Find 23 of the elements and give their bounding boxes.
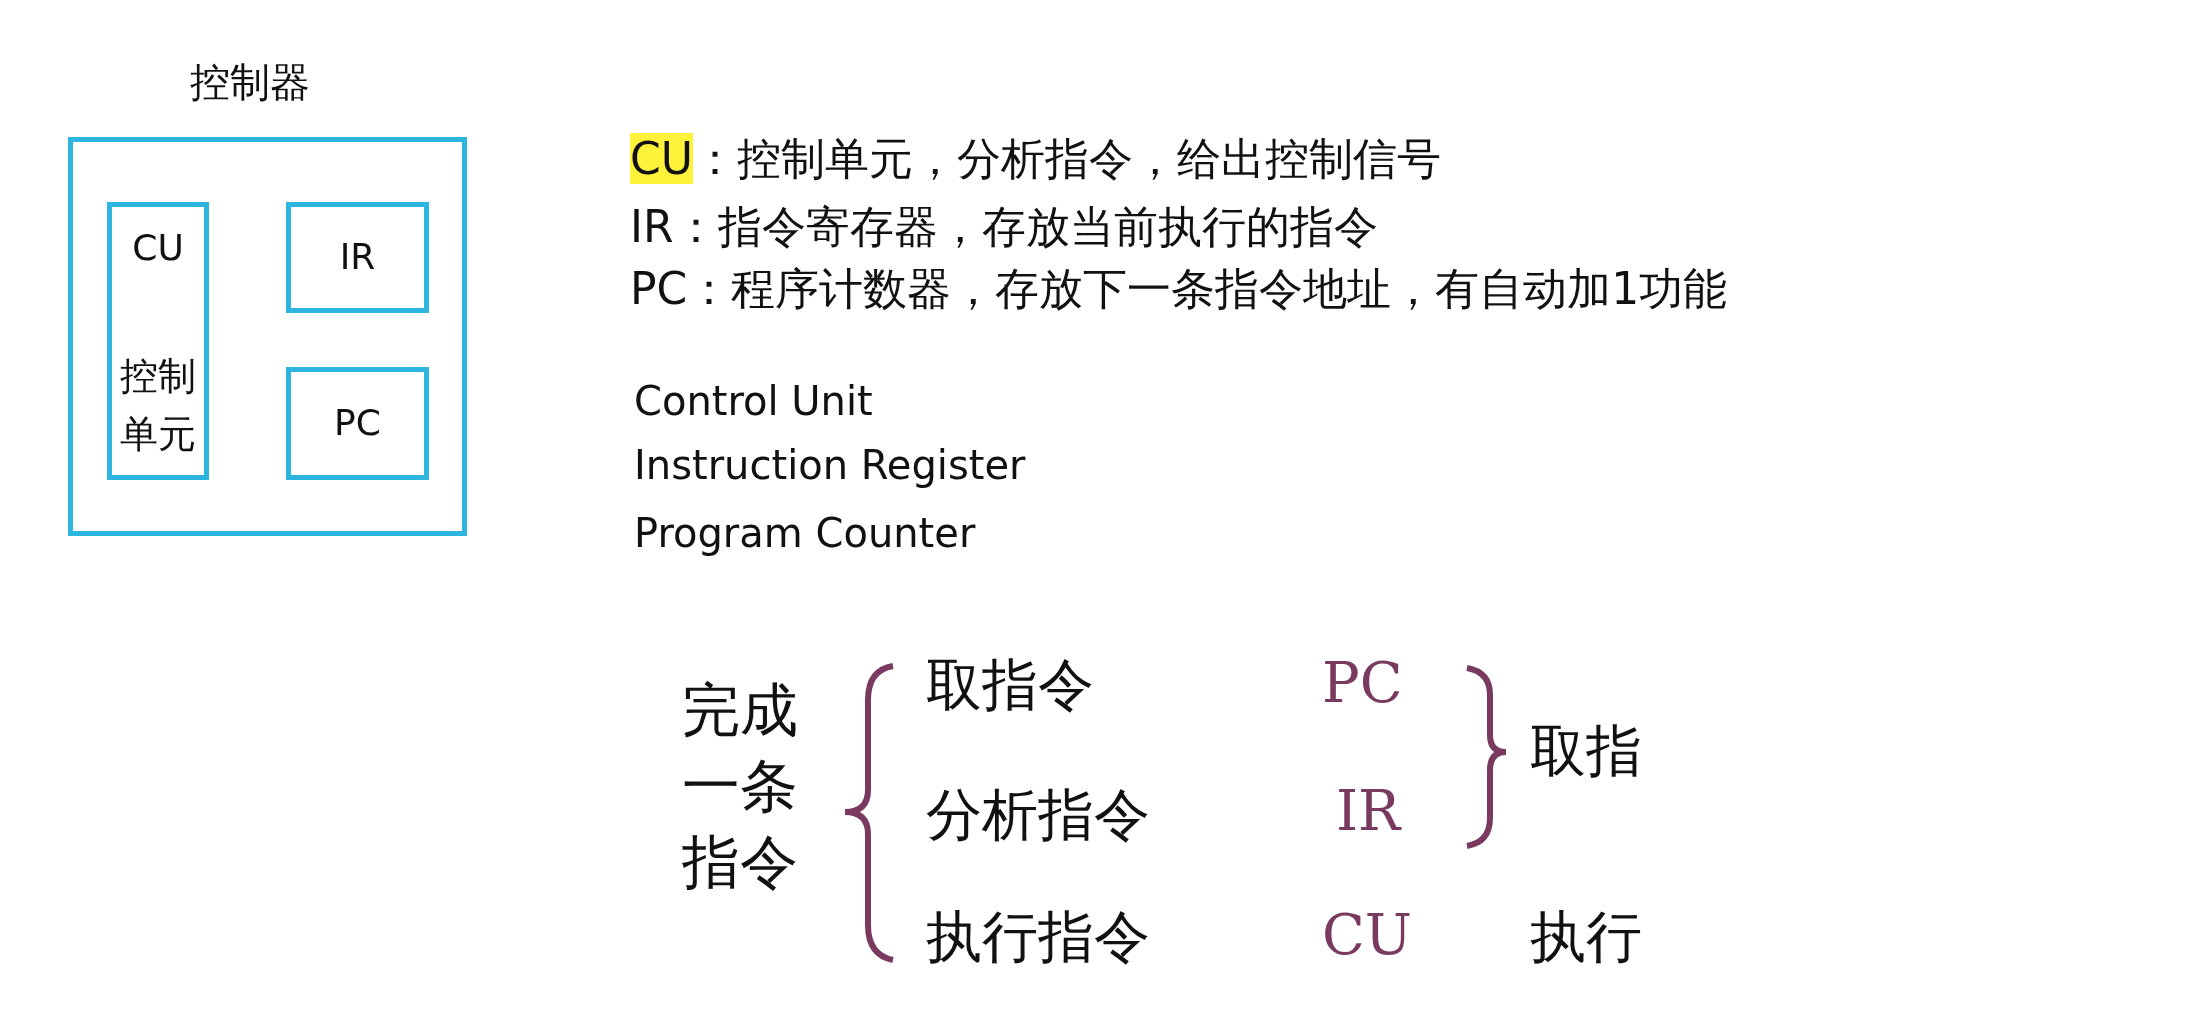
box-label: PC <box>333 401 382 443</box>
register-box <box>286 367 429 480</box>
box-label: CU <box>131 227 185 268</box>
step-label: 分析指令 <box>926 781 1150 849</box>
definition-text: PC：程序计数器，存放下一条指令地址，有自动加1功能 <box>630 262 1728 316</box>
english-term: Instruction Register <box>634 442 1026 488</box>
phase-label: 取指 <box>1530 717 1642 785</box>
register-name: IR <box>1336 778 1401 843</box>
step-label: 取指令 <box>926 651 1094 719</box>
step-group-label: 完成一条指令 <box>682 675 799 898</box>
register-box <box>286 202 429 313</box>
register-box <box>107 202 209 480</box>
definition-text: CU：控制单元，分析指令，给出控制信号 <box>630 132 1441 186</box>
box-heading: 控制器 <box>190 58 310 107</box>
box-label: IR <box>338 235 377 277</box>
english-term: Control Unit <box>634 378 873 424</box>
step-label: 执行指令 <box>926 903 1150 971</box>
definition-text: IR：指令寄存器，存放当前执行的指令 <box>630 200 1378 254</box>
register-name: CU <box>1322 902 1413 967</box>
register-name: PC <box>1322 650 1403 715</box>
phase-label: 执行 <box>1530 903 1642 971</box>
english-term: Program Counter <box>634 510 976 556</box>
box-description: 控制单元 <box>119 353 197 458</box>
